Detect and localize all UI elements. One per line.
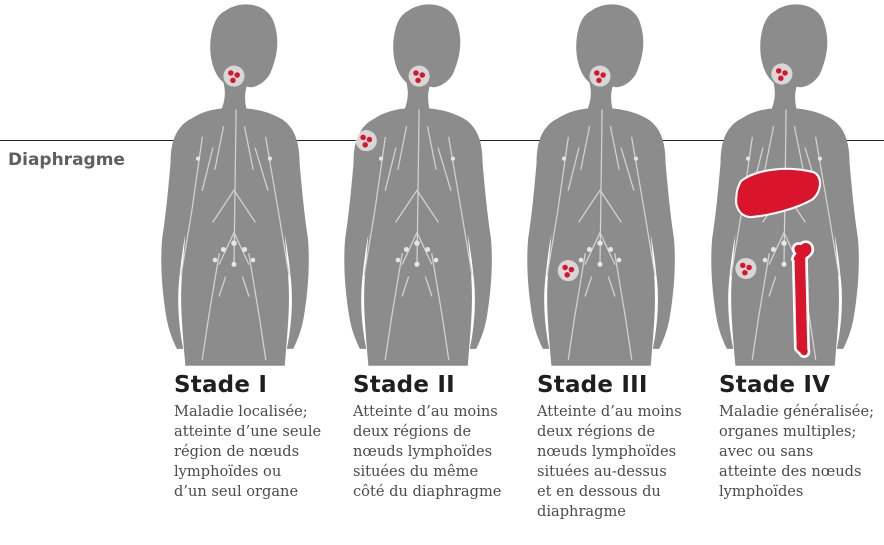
stage-3-title: Stade III [537,371,707,400]
stage-4-figure [694,0,874,370]
stage-4-description: Maladie généralisée; organes multiples; … [719,402,884,502]
stage-4-block: Stade IV Maladie généralisée; organes mu… [719,371,884,502]
stage-1-description: Maladie localisée; atteinte d’une seule … [174,402,344,502]
affected-node-cluster [223,66,244,87]
stage-3-figure [510,0,690,370]
stage-4-title: Stade IV [719,371,884,400]
stage-1-block: Stade I Maladie localisée; atteinte d’un… [174,371,344,502]
stage-3-description: Atteinte d’au moins deux régions de nœud… [537,402,707,522]
stage-2-figure [327,0,507,370]
stage-2-description: Atteinte d’au moins deux régions de nœud… [353,402,523,502]
stage-1-title: Stade I [174,371,344,400]
diaphragm-label: Diaphragme [8,150,125,170]
stage-2-block: Stade II Atteinte d’au moins deux région… [353,371,523,502]
stage-2-title: Stade II [353,371,523,400]
stage-1-figure [144,0,324,370]
stage-3-block: Stade III Atteinte d’au moins deux régio… [537,371,707,522]
